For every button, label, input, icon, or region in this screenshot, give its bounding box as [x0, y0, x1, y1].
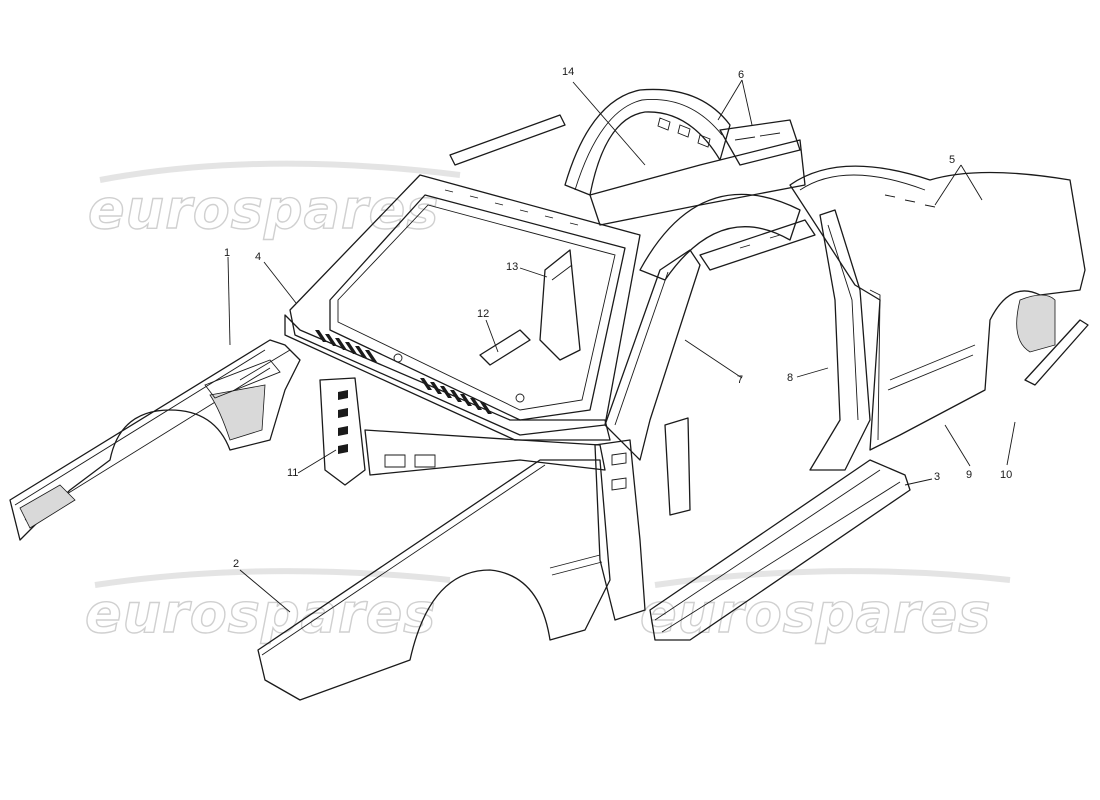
part-front-inner-pillar: [319, 377, 366, 486]
callout-2: 2: [233, 558, 239, 570]
part-roll-hoop: [564, 88, 806, 226]
part-rear-quarter-panel: [789, 165, 1086, 451]
callout-13: 13: [506, 261, 518, 273]
callout-8: 8: [787, 372, 793, 384]
part-floor-panel: [364, 429, 606, 476]
part-hinge-pillar: [594, 417, 691, 621]
callout-5: 5: [949, 154, 955, 166]
part-a-pillar: [604, 193, 801, 461]
callout-3: 3: [934, 471, 940, 483]
scuttle-vents: [315, 330, 492, 414]
watermark-bottom-left: eurospares: [84, 568, 451, 646]
callout-14: 14: [562, 66, 574, 78]
callout-4: 4: [255, 251, 261, 263]
part-front-wing-outer: [257, 459, 611, 701]
part-top-rear-rail: [719, 119, 801, 166]
watermark-text: eurospares: [88, 178, 439, 241]
callouts: 1 2 3 4 5 6 7 8 9 10 11 12 13 14: [224, 66, 1012, 570]
callout-9: 9: [966, 469, 972, 481]
watermark-text: eurospares: [640, 582, 991, 645]
callout-12: 12: [477, 308, 489, 320]
watermark-bottom-right: eurospares: [639, 568, 1011, 646]
part-sill: [649, 459, 911, 641]
callout-6: 6: [738, 69, 744, 81]
part-b-pillar-inner: [539, 249, 581, 361]
part-rear-sill-extension: [1024, 319, 1089, 386]
callout-7: 7: [737, 374, 743, 386]
part-front-wing-inner: [9, 339, 301, 541]
callout-11: 11: [287, 467, 298, 479]
watermark-top: eurospares: [87, 160, 461, 242]
callout-10: 10: [1000, 469, 1012, 481]
callout-1: 1: [224, 247, 230, 259]
part-top-front-rail: [449, 114, 566, 166]
part-b-pillar-outer: [809, 209, 871, 471]
leader-lines: [227, 79, 1016, 613]
part-inner-sill-bracket: [479, 329, 531, 366]
watermark-text: eurospares: [85, 582, 436, 645]
part-windscreen-frame: [284, 174, 641, 441]
part-roof-rail: [699, 219, 816, 271]
